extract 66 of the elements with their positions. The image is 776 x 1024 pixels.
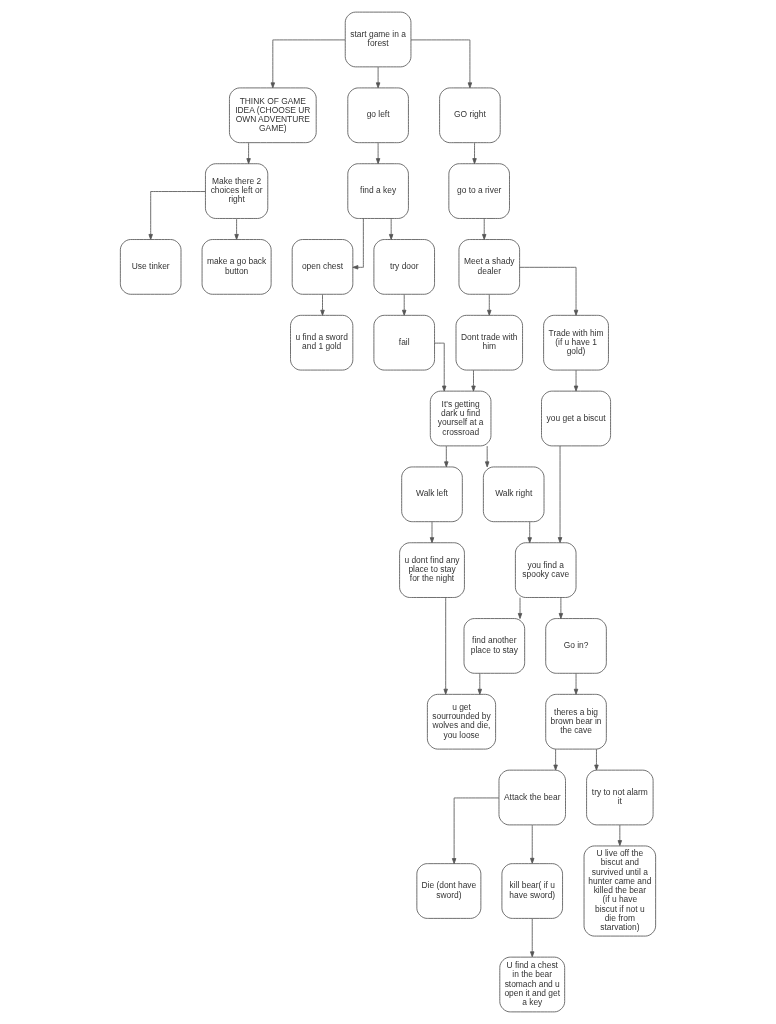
arrow [434,342,447,392]
node-box: find another place to stay [463,618,526,674]
node-box: Trade with him (if u have 1 gold) [543,314,609,371]
arrow [519,266,579,316]
arrow [530,918,535,958]
arrow [270,39,346,89]
node-box: start game in a forest [344,11,412,68]
node-box: Walk left [401,466,463,523]
arrow [443,597,448,695]
arrow [388,218,394,240]
arrow [573,673,579,695]
arrow [477,673,482,695]
arrow [410,39,473,89]
node-box: GO right [439,87,501,144]
node-box: U live off the biscut and survived until a hunter came and killed the bear (if u have biscut if not u die from starvation) [583,845,657,937]
node-box: THINK OF GAME IDEA (CHOOSE UR OWN ADVENTURE GAME) [229,87,317,144]
node-box: fail [373,314,435,371]
arrow [429,521,435,544]
node-box: open chest [291,239,354,295]
arrow [527,521,532,544]
arrow [375,66,381,89]
node-box: u get sourrounded by wolves and die, you loose [426,693,497,750]
node-box: theres a big brown bear in the cave [545,693,607,750]
arrow [148,191,206,240]
arrow [557,445,563,544]
node-box: u dont find any place to stay for the night [399,542,465,598]
node-box: make a go back button [201,239,272,295]
arrow [444,445,449,468]
node-box: Attack the bear [498,769,566,826]
node-box: Die (dont have sword) [416,863,482,919]
node-box: Walk right [482,466,545,523]
arrow [487,294,492,316]
node-box: Make there 2 choices left or right [205,163,269,219]
arrow [320,294,325,316]
arrow [617,824,622,847]
arrow [246,142,251,165]
node-box: U find a chest in the bear stomach and u open it and get a key [499,956,566,1013]
node-box: kill bear( if u have sword) [501,863,563,919]
node-box: It's getting dark u find yourself at a crossroad [429,390,492,447]
arrow [375,142,381,165]
arrow [402,294,407,316]
arrow [573,369,579,392]
arrow [485,445,490,468]
arrow [472,142,477,165]
arrow [471,369,476,392]
node-box: you find a spooky cave [514,542,577,598]
arrow [234,218,239,240]
node-box: try to not alarm it [586,769,654,826]
node-box: go left [347,87,409,144]
arrow [482,218,487,240]
node-box: Meet a shady dealer [458,239,520,295]
arrow [558,597,564,619]
arrow [530,824,535,864]
node-box: try door [373,239,435,295]
node-box: Go in? [545,618,607,674]
node-box: Use tinker [119,239,182,295]
arrow [553,748,558,771]
arrow [517,597,523,619]
node-box: Dont trade with him [455,314,523,371]
arrow [594,748,599,771]
node-box: go to a river [448,163,510,219]
node-box: find a key [347,163,409,219]
arrow [352,218,364,270]
arrow [451,797,500,864]
node-box: u find a sword and 1 gold [290,314,354,371]
node-box: you get a biscut [541,390,611,447]
